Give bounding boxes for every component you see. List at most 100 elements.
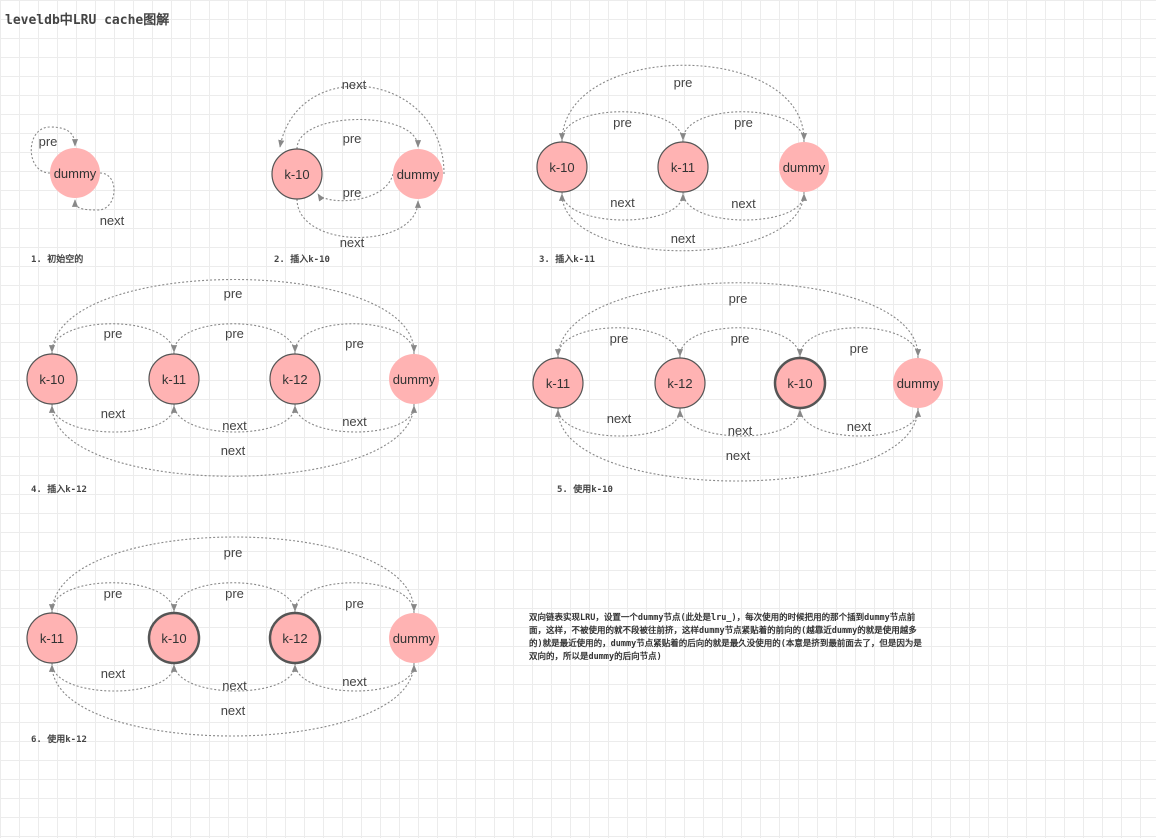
pre-arrow [51, 278, 418, 355]
next-label: next [221, 703, 246, 718]
pre-label: pre [345, 596, 364, 611]
pre-arrow [296, 119, 422, 150]
dummy-node-label: dummy [397, 167, 440, 182]
pre-arrow [170, 582, 296, 614]
next-label: next [847, 419, 872, 434]
cache-node [532, 357, 584, 409]
cache-node-label: k-10 [39, 372, 64, 387]
next-arrow [679, 407, 804, 437]
cache-node [271, 148, 323, 200]
pre-arrow [170, 323, 296, 355]
pre-label: pre [104, 326, 123, 341]
next-label: next [726, 448, 751, 463]
pre-label: pre [731, 331, 750, 346]
cache-node [657, 141, 709, 193]
next-arrow [557, 407, 684, 437]
pre-label: pre [345, 336, 364, 351]
dummy-node-label: dummy [54, 166, 97, 181]
cache-node [148, 353, 200, 405]
diagram-caption: 6. 使用k-12 [31, 735, 87, 745]
next-arrow [48, 662, 415, 737]
cache-node-label: k-10 [284, 167, 309, 182]
next-label: next [100, 213, 125, 228]
pre-arrow [558, 111, 684, 143]
next-arrow [278, 85, 445, 175]
cache-node-label: k-10 [549, 160, 574, 175]
pre-arrow [561, 64, 808, 143]
dummy-node [393, 149, 443, 199]
next-label: next [101, 406, 126, 421]
next-label: next [222, 418, 247, 433]
dummy-node-label: dummy [783, 160, 826, 175]
next-label: next [342, 674, 367, 689]
pre-label: pre [343, 131, 362, 146]
next-label: next [342, 77, 367, 92]
next-label: next [607, 411, 632, 426]
page-title: leveldb中LRU cache图解 [5, 13, 170, 28]
dummy-node-label: dummy [393, 372, 436, 387]
diagram-caption: 4. 插入k-12 [31, 485, 87, 495]
next-arrow [294, 662, 418, 692]
pre-label: pre [734, 115, 753, 130]
next-label: next [101, 666, 126, 681]
cache-node-label: k-12 [282, 372, 307, 387]
next-label: next [221, 443, 246, 458]
cache-node-label: k-11 [162, 372, 186, 387]
next-label: next [222, 678, 247, 693]
next-label: next [342, 414, 367, 429]
cache-node [268, 611, 322, 665]
pre-arrow [796, 327, 919, 359]
cache-node [773, 356, 827, 410]
pre-label: pre [613, 115, 632, 130]
pre-label: pre [225, 326, 244, 341]
cache-node [26, 612, 78, 664]
next-arrow [296, 198, 422, 238]
diagram-caption: 2. 插入k-10 [274, 255, 330, 265]
cache-node-label: k-10 [787, 376, 812, 391]
pre-arrow [51, 536, 418, 614]
explanation-note: 双向链表实现LRU，设置一个dummy节点(此处是lru_)，每次使用的时候把用… [529, 613, 922, 662]
pre-arrow [554, 327, 681, 359]
cache-node [536, 141, 588, 193]
next-arrow [561, 191, 687, 221]
pre-label: pre [104, 586, 123, 601]
pre-arrow [676, 327, 801, 359]
next-arrow [799, 407, 922, 437]
pre-arrow [48, 323, 175, 355]
diagram-caption: 1. 初始空的 [31, 255, 84, 265]
dummy-node [779, 142, 829, 192]
next-arrow [48, 403, 415, 477]
dummy-node [389, 613, 439, 663]
pre-arrow [317, 173, 394, 202]
pre-arrow [291, 323, 415, 355]
next-label: next [728, 423, 753, 438]
next-arrow [173, 662, 299, 692]
dummy-node [893, 358, 943, 408]
next-label: next [671, 231, 696, 246]
dummy-node-label: dummy [393, 631, 436, 646]
diagram-caption: 5. 使用k-10 [557, 485, 613, 495]
pre-label: pre [850, 341, 869, 356]
pre-label: pre [224, 545, 243, 560]
pre-arrow [48, 582, 175, 614]
cache-node-label: k-10 [161, 631, 186, 646]
cache-node [26, 353, 78, 405]
dummy-node [50, 148, 100, 198]
next-label: next [731, 196, 756, 211]
pre-label: pre [674, 75, 693, 90]
next-label: next [610, 195, 635, 210]
cache-node-label: k-11 [671, 160, 695, 175]
diagram-caption: 3. 插入k-11 [539, 255, 595, 265]
pre-label: pre [224, 286, 243, 301]
cache-node [654, 357, 706, 409]
pre-arrow [30, 126, 79, 174]
cache-node-label: k-12 [282, 631, 307, 646]
dummy-node [389, 354, 439, 404]
cache-node-label: k-11 [40, 631, 64, 646]
pre-label: pre [610, 331, 629, 346]
next-arrow [173, 403, 299, 433]
cache-node [147, 611, 201, 665]
next-arrow [682, 191, 808, 221]
next-arrow [71, 172, 115, 211]
